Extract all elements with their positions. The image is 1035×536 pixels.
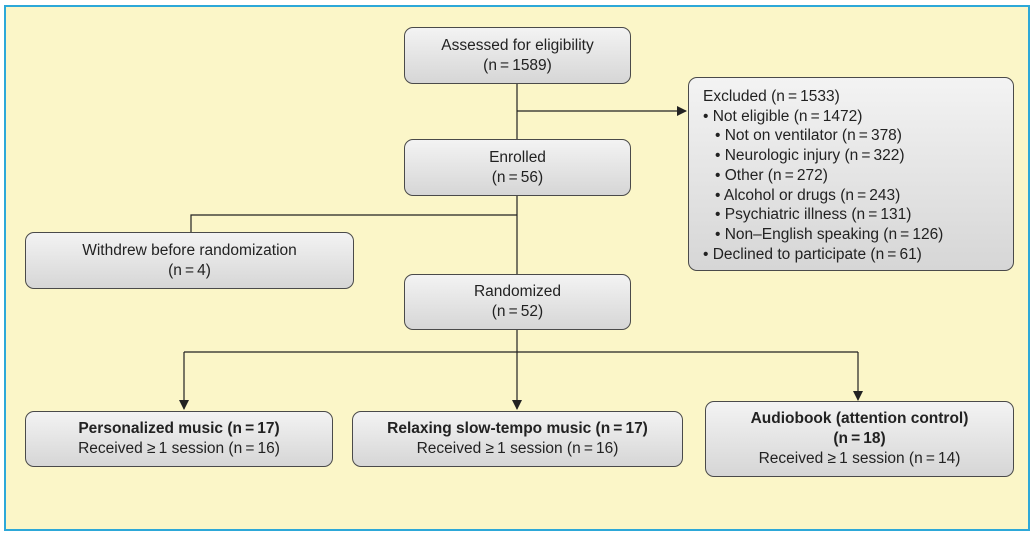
arm-relaxing-received: Received ≥ 1 session (n = 16) [416, 440, 619, 457]
arm-personalized-received: Received ≥ 1 session (n = 16) [78, 440, 280, 457]
withdrew-title: Withdrew before randomization [82, 241, 297, 259]
assessed-title: Assessed for eligibility [441, 36, 594, 54]
arm-audiobook-box: Audiobook (attention control) (n = 18) R… [705, 401, 1014, 477]
arm-relaxing-music-box: Relaxing slow-tempo music (n = 17) Recei… [352, 411, 683, 467]
enrolled-box: Enrolled (n = 56) [404, 139, 631, 196]
excluded-title: Excluded (n = 1533) [703, 88, 840, 105]
reason-neurologic-injury: • Neurologic injury (n = 322) [715, 147, 905, 165]
enrolled-count: (n = 56) [491, 168, 544, 186]
reason-not-on-ventilator: • Not on ventilator (n = 378) [715, 127, 902, 145]
arm-relaxing-title: Relaxing slow-tempo music (n = 17) [387, 420, 648, 437]
declined-item: • Declined to participate (n = 61) [703, 245, 922, 263]
assessed-box: Assessed for eligibility (n = 1589) [404, 27, 631, 84]
arm-personalized-title: Personalized music (n = 17) [78, 420, 280, 437]
withdrew-count: (n = 4) [168, 261, 211, 279]
arm-audiobook-count: (n = 18) [833, 430, 886, 447]
reason-non-english-speaking: • Non–English speaking (n = 126) [715, 225, 944, 243]
arm-personalized-music-box: Personalized music (n = 17) Received ≥ 1… [25, 411, 333, 467]
connector-to-withdrew [190, 214, 517, 232]
randomized-title: Randomized [473, 283, 562, 300]
not-eligible-item: • Not eligible (n = 1472) [703, 107, 863, 125]
reason-alcohol-or-drugs: • Alcohol or drugs (n = 243) [715, 186, 901, 204]
reason-psychiatric-illness: • Psychiatric illness (n = 131) [715, 206, 912, 224]
enrolled-title: Enrolled [489, 148, 546, 166]
reason-other: • Other (n = 272) [715, 166, 828, 184]
arm-audiobook-received: Received ≥ 1 session (n = 14) [758, 450, 961, 467]
excluded-box: Excluded (n = 1533) • Not eligible (n = … [688, 77, 1014, 271]
assessed-count: (n = 1589) [483, 56, 552, 74]
arm-audiobook-title: Audiobook (attention control) [750, 410, 969, 427]
withdrew-box: Withdrew before randomization (n = 4) [25, 232, 354, 289]
randomized-box: Randomized (n = 52) [404, 274, 631, 330]
randomized-count: (n = 52) [491, 303, 544, 320]
